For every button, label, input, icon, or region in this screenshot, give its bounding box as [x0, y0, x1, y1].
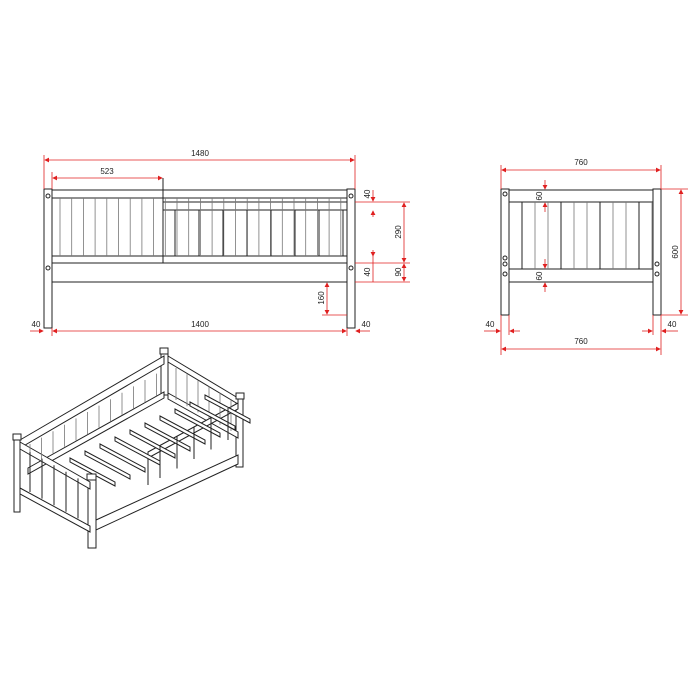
side-bolts: [502, 191, 660, 277]
iso-bed-slat: [84, 450, 131, 480]
dim-overall-height: 600: [671, 245, 680, 259]
bolt-icon: [502, 191, 508, 197]
dim-side-top-rail: 60: [535, 191, 544, 200]
dim-leg-clearance: 160: [317, 291, 326, 305]
side-top-rail: [508, 189, 654, 203]
iso-post-cap: [86, 473, 97, 481]
dim-post-left: 40: [32, 320, 41, 329]
dim-post-right: 40: [362, 320, 371, 329]
dim-inner-length: 1400: [191, 320, 209, 329]
front-dimensions: 1480 523 1400 40 40 40 290 40 90: [30, 149, 410, 336]
side-left-post: [500, 188, 510, 316]
iso-bed-slat: [144, 422, 191, 452]
front-view: 1480 523 1400 40 40 40 290 40 90: [30, 149, 410, 336]
bolt-icon: [348, 265, 354, 271]
front-left-post: [43, 188, 53, 329]
front-side-rail: [51, 262, 348, 283]
side-bottom-rail: [508, 268, 654, 283]
side-view: 760 760 600 60 60 40 40: [484, 158, 688, 355]
iso-foot-top-rail: [19, 441, 91, 490]
dim-guard-length: 523: [100, 167, 114, 176]
iso-bed-slat: [99, 443, 146, 473]
iso-front-side-rail: [95, 454, 239, 531]
iso-bed-slat: [174, 408, 221, 438]
side-dimensions: 760 760 600 60 60 40 40: [484, 158, 688, 355]
iso-leg-front-left: [13, 439, 21, 513]
bolt-icon: [348, 193, 354, 199]
iso-post-cap: [12, 433, 22, 441]
front-top-rail: [51, 189, 348, 199]
dim-overall-length: 1480: [191, 149, 209, 158]
side-right-post: [652, 188, 662, 316]
dim-side-post-right: 40: [668, 320, 677, 329]
bolt-icon: [502, 261, 508, 267]
dim-side-rail-height: 40: [363, 267, 372, 276]
iso-leg-front-right: [87, 479, 97, 549]
bolt-icon: [502, 271, 508, 277]
front-mid-rail: [51, 255, 348, 264]
bolt-icon: [45, 193, 51, 199]
dim-side-bottom-rail: 60: [535, 271, 544, 280]
dim-overall-width: 760: [574, 158, 588, 167]
dim-side-post-left: 40: [486, 320, 495, 329]
front-slats: [59, 198, 344, 256]
dim-top-rail-height: 40: [363, 189, 372, 198]
bolt-icon: [502, 255, 508, 261]
front-bolts: [45, 193, 354, 271]
iso-foot-bottom-rail: [19, 487, 91, 533]
iso-post-cap: [159, 347, 169, 355]
iso-bed-slat: [189, 401, 236, 431]
isometric-view: [12, 347, 251, 549]
bolt-icon: [654, 271, 660, 277]
front-right-post: [346, 188, 356, 329]
side-slats: [521, 202, 653, 269]
bolt-icon: [45, 265, 51, 271]
dim-inner-width: 760: [574, 337, 588, 346]
iso-head-top-rail: [167, 355, 239, 405]
bolt-icon: [654, 261, 660, 267]
dim-lower-rail-height: 90: [394, 267, 403, 276]
iso-bed-slat: [69, 457, 116, 487]
guard-rail: [162, 201, 348, 211]
iso-back-bottom-rail: [27, 391, 165, 475]
iso-slats: [29, 368, 251, 519]
dim-panel-height: 290: [394, 225, 403, 239]
iso-post-cap: [235, 392, 245, 400]
